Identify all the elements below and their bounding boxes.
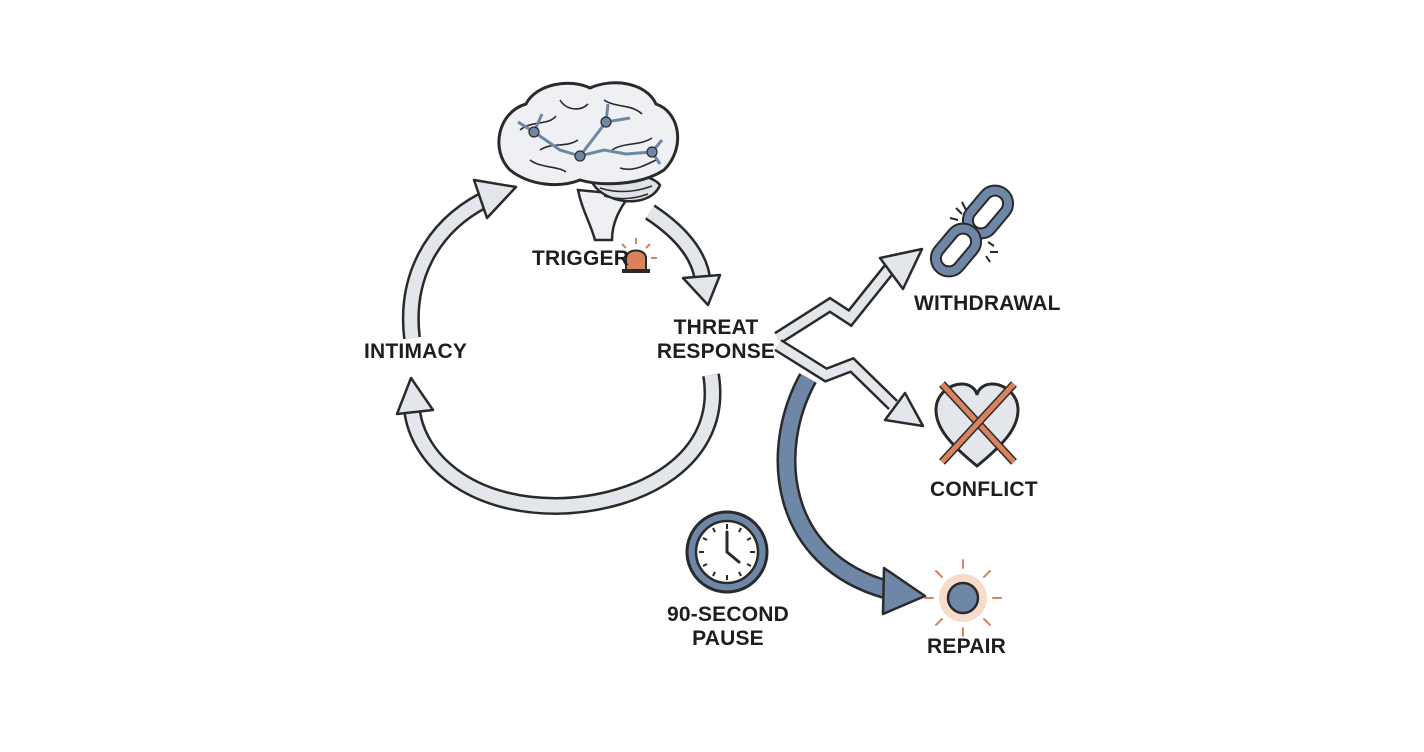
arrow-pause-to-repair — [776, 373, 927, 616]
trigger-label: TRIGGER — [532, 247, 630, 270]
conflict-label: CONFLICT — [930, 478, 1038, 501]
sun-icon — [924, 559, 1002, 637]
threat-response-line1: THREAT — [673, 316, 759, 339]
intimacy-label: INTIMACY — [364, 340, 468, 363]
withdrawal-label: WITHDRAWAL — [914, 292, 1061, 315]
brain-icon — [497, 81, 680, 242]
arrow-threat-to-conflict — [774, 339, 925, 428]
pause-line2: PAUSE — [692, 627, 764, 650]
arrow-threat-to-intimacy — [395, 373, 722, 516]
arrow-intimacy-to-trigger — [401, 178, 518, 340]
crossed-heart-icon — [934, 381, 1020, 468]
broken-chain-icon — [929, 184, 1015, 278]
threat-response-line2: RESPONSE — [656, 340, 776, 363]
clock-icon — [685, 510, 769, 594]
alarm-icon — [616, 238, 657, 273]
repair-label: REPAIR — [927, 635, 1006, 658]
arrow-threat-to-withdrawal — [774, 247, 924, 344]
arrow-trigger-to-threat — [644, 204, 722, 307]
pause-line1: 90-SECOND — [667, 603, 789, 626]
pause-label: 90-SECOND PAUSE — [664, 603, 792, 651]
threat-response-label: THREAT RESPONSE — [654, 316, 778, 364]
